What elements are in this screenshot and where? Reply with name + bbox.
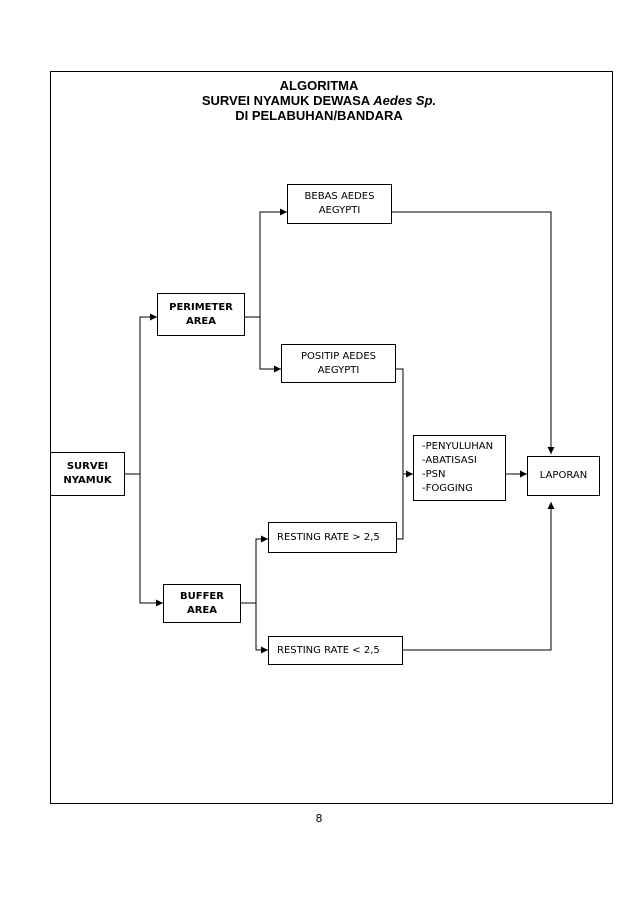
title-line-2-main: SURVEI NYAMUK DEWASA <box>201 93 374 108</box>
node-tindakan: -PENYULUHAN -ABATISASI -PSN -FOGGING <box>413 435 506 501</box>
node-bebas-aedes: BEBAS AEDES AEGYPTI <box>287 184 392 224</box>
title-line-2: SURVEI NYAMUK DEWASA Aedes Sp. <box>0 93 638 109</box>
page-number: 8 <box>315 812 323 825</box>
node-buffer-area: BUFFER AREA <box>163 584 241 623</box>
edge-positip-tindakan <box>396 368 404 540</box>
edge-perimeter-bebas <box>245 208 287 318</box>
edge-survei-perimeter <box>125 313 157 475</box>
edge-perimeter-positip <box>259 317 281 373</box>
node-survei-nyamuk: SURVEI NYAMUK <box>50 452 125 496</box>
edge-survei-buffer <box>139 474 163 607</box>
edge-resting-low-laporan <box>403 502 555 651</box>
edge-bebas-laporan <box>392 211 555 454</box>
node-perimeter-area: PERIMETER AREA <box>157 293 245 336</box>
edge-buffer-resting-high <box>241 535 268 604</box>
node-resting-rate-low: RESTING RATE < 2,5 <box>268 636 403 665</box>
diagram-frame <box>50 71 613 804</box>
node-positip-aedes: POSITIP AEDES AEGYPTI <box>281 344 396 383</box>
title-line-3: DI PELABUHAN/BANDARA <box>235 108 403 123</box>
title-line-2-species: Aedes Sp. <box>373 93 437 108</box>
node-resting-rate-high: RESTING RATE > 2,5 <box>268 522 397 553</box>
edge-buffer-resting-low <box>255 603 268 654</box>
title-line-1: ALGORITMA <box>279 78 359 93</box>
node-laporan: LAPORAN <box>527 456 600 496</box>
